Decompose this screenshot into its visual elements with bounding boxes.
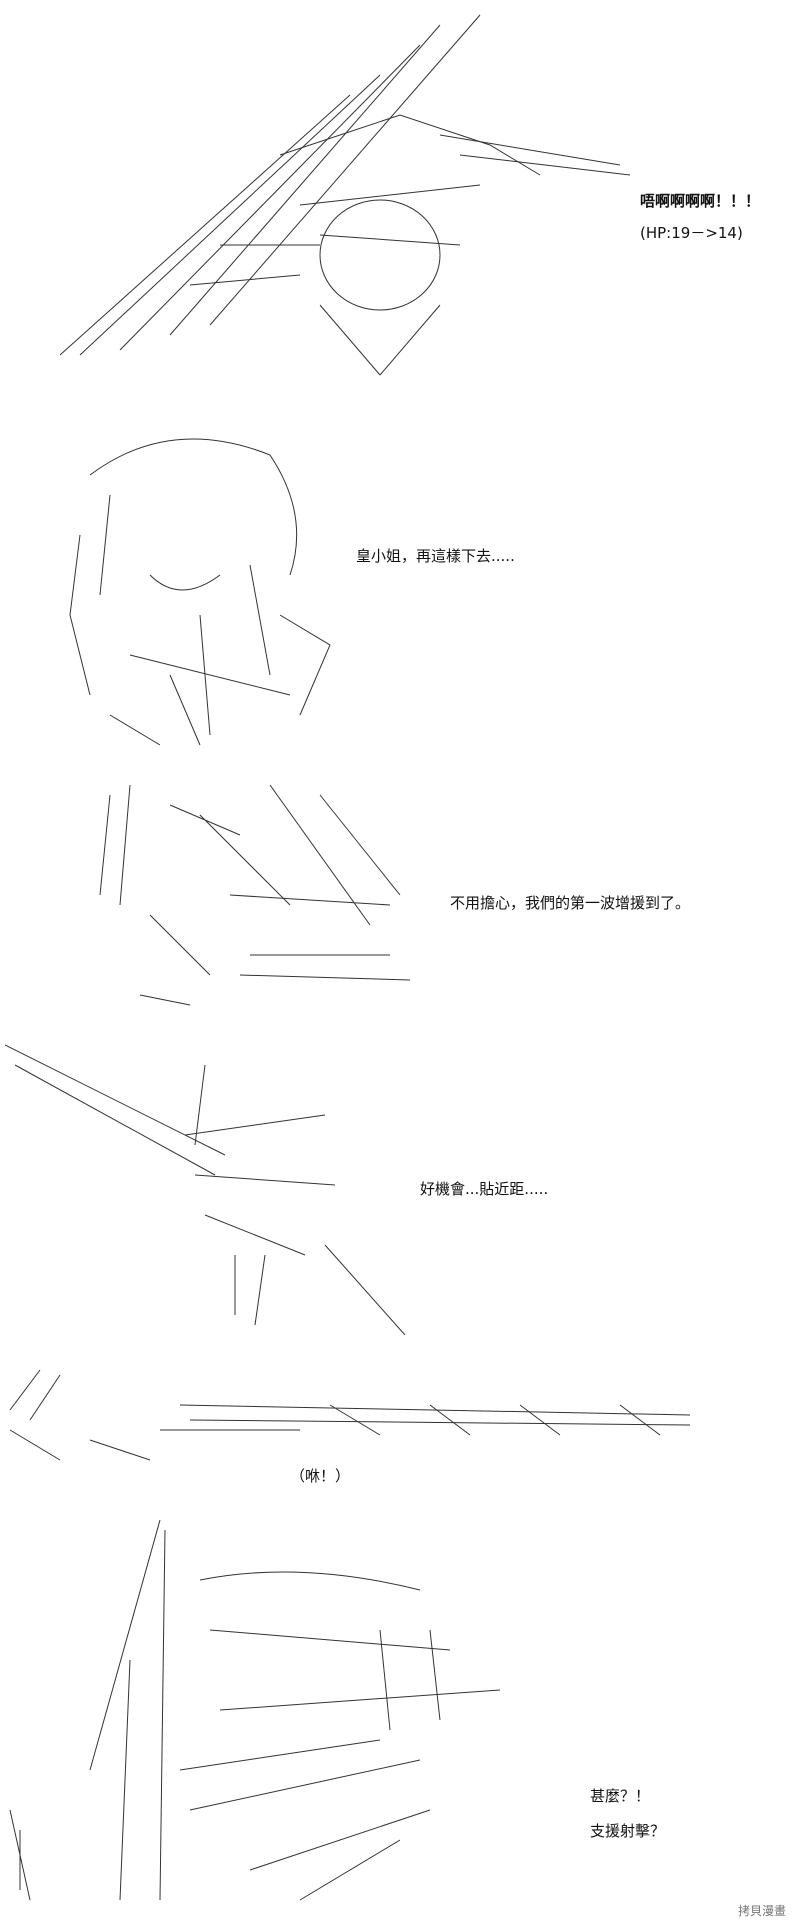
watermark: 拷貝漫畫 [737, 1904, 786, 1918]
ascii-art-3 [90, 775, 410, 1015]
hp-text: (HP:19－>14) [640, 224, 743, 242]
sfx-text: （咻！） [290, 1467, 351, 1485]
panel-2: 皇小姐，再這樣下去..... [0, 395, 800, 765]
ascii-art-4 [5, 1035, 425, 1335]
panel-3: 不用擔心，我們的第一波增援到了。 [0, 770, 800, 1020]
panel-4: 好機會...貼近距..... [0, 1030, 800, 1345]
ascii-art-2 [50, 415, 350, 755]
panel-6: 甚麼？！ 支援射擊？ 拷貝漫畫 [0, 1505, 800, 1927]
panel-5: （咻！） [0, 1355, 800, 1495]
ascii-art-5 [0, 1360, 700, 1470]
panel-1: 唔啊啊啊啊！！！ (HP:19－>14) [0, 0, 800, 390]
dialogue: 唔啊啊啊啊！！！ [640, 192, 761, 210]
ascii-art-1 [20, 5, 640, 385]
ascii-art-6 [0, 1510, 560, 1910]
dialogue: 好機會...貼近距..... [420, 1180, 549, 1198]
dialogue: 不用擔心，我們的第一波增援到了。 [450, 894, 691, 912]
dialogue: 皇小姐，再這樣下去..... [356, 547, 515, 565]
dialogue: 甚麼？！ [590, 1787, 651, 1805]
dialogue: 支援射擊？ [590, 1822, 666, 1840]
